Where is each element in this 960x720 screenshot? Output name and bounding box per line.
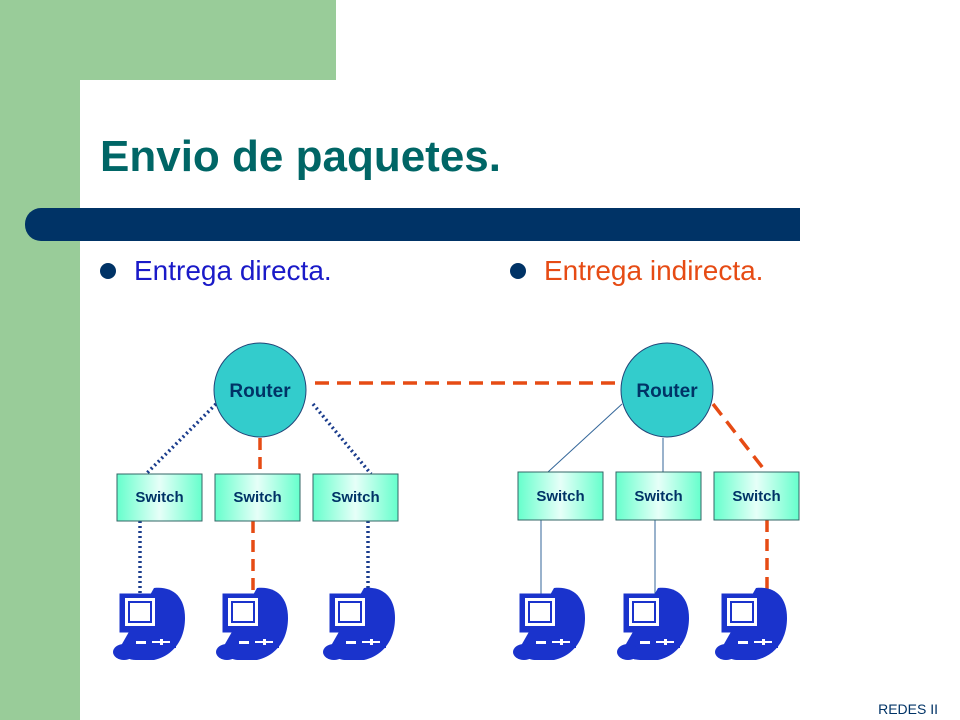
bullet-text: Entrega directa. (134, 255, 332, 286)
computer-icon (323, 587, 395, 660)
top-green-block (80, 0, 336, 80)
switch-label: Switch (634, 488, 682, 505)
link-router2-switch6 (711, 402, 768, 474)
switch-label: Switch (135, 489, 183, 506)
router-left: Router (213, 342, 307, 438)
switch-label: Switch (536, 488, 584, 505)
bullet-text: Entrega indirecta. (544, 255, 764, 286)
switch-2: Switch (214, 473, 301, 522)
router-label: Router (229, 381, 291, 402)
switch-6: Switch (713, 471, 800, 521)
computer-icon (513, 587, 585, 660)
switch-label: Switch (331, 489, 379, 506)
switch-box (713, 471, 800, 521)
link-router1-switch3 (311, 402, 373, 476)
router-label: Router (636, 381, 698, 402)
bullet-dot-icon (100, 263, 116, 279)
router-right: Router (620, 342, 714, 438)
router-shape (620, 342, 714, 438)
switch-5: Switch (615, 471, 702, 521)
switch-box (312, 473, 399, 522)
switch-box (214, 473, 301, 522)
computer-icon (216, 587, 288, 660)
link-router1-switch1 (144, 402, 218, 476)
computer-icon (113, 587, 185, 660)
sidebar-green-column (0, 0, 80, 720)
switch-box (116, 473, 203, 522)
title-underline-bar (25, 208, 800, 241)
switch-box (517, 471, 604, 521)
switch-label: Switch (233, 489, 281, 506)
router-shape (213, 342, 307, 438)
switch-1: Switch (116, 473, 203, 522)
switch-4: Switch (517, 471, 604, 521)
footer-label: REDES II (878, 701, 938, 717)
computer-icon (617, 587, 689, 660)
bullet-indirect-delivery: Entrega indirecta. (510, 255, 763, 287)
switch-3: Switch (312, 473, 399, 522)
slide-title: Envio de paquetes. (100, 132, 501, 181)
link-router2-switch4 (547, 403, 623, 473)
switch-label: Switch (732, 488, 780, 505)
switch-box (615, 471, 702, 521)
bullet-dot-icon (510, 263, 526, 279)
computer-icon (715, 587, 787, 660)
bullet-direct-delivery: Entrega directa. (100, 255, 332, 287)
